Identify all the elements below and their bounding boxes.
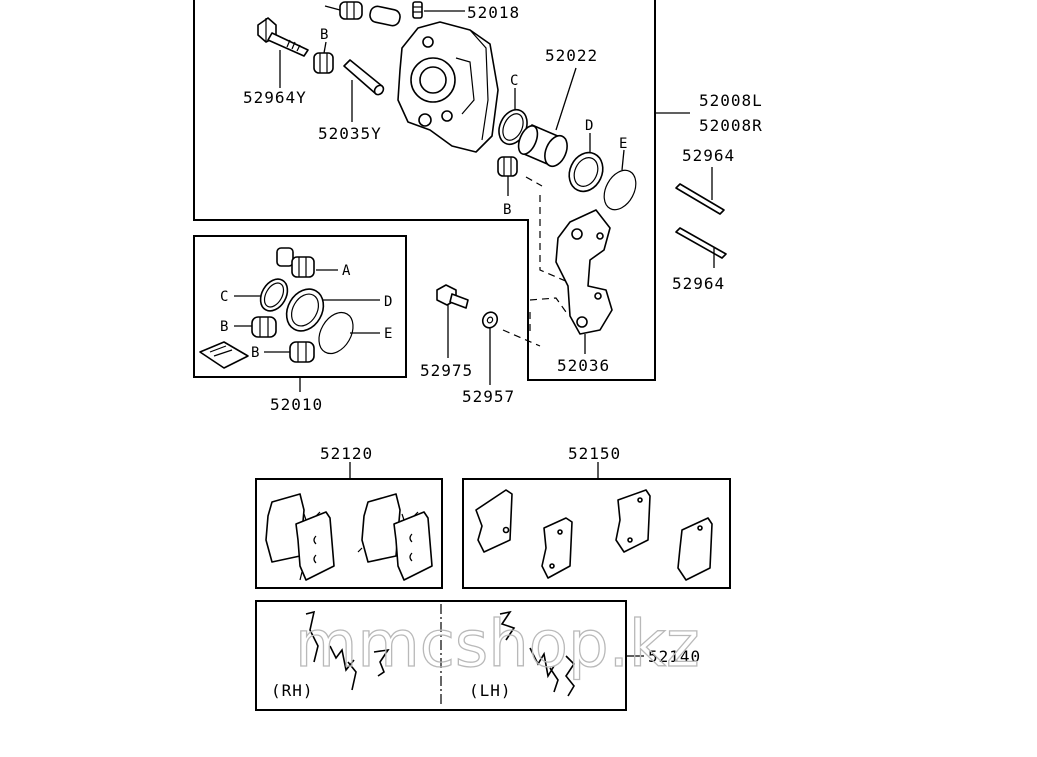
letter-d-kit: D	[384, 294, 392, 310]
part-number-52140[interactable]: 52140	[648, 647, 701, 666]
pad-pin-top-part	[675, 167, 725, 215]
part-number-52010[interactable]: 52010	[270, 395, 323, 414]
caliper-body-part	[397, 21, 499, 153]
part-number-52008R[interactable]: 52008R	[699, 116, 763, 135]
letter-b-kit-1: B	[220, 319, 228, 335]
shim-pieces	[475, 489, 713, 581]
part-number-52964-bottom[interactable]: 52964	[672, 274, 725, 293]
ring-e-part	[603, 149, 637, 211]
kit-ring-e-part	[318, 311, 380, 355]
part-number-52964Y[interactable]: 52964Y	[243, 88, 307, 107]
letter-b-bottom: B	[503, 202, 511, 218]
letter-b-top: B	[320, 27, 328, 43]
part-number-52957[interactable]: 52957	[462, 387, 515, 406]
part-number-52964-top[interactable]: 52964	[682, 146, 735, 165]
part-number-52036[interactable]: 52036	[557, 356, 610, 375]
kit-seal-c-part	[234, 278, 289, 312]
boot-b-bottom-part	[497, 156, 518, 196]
brake-pad-left-pair	[265, 493, 335, 581]
side-label-rh: (RH)	[271, 681, 314, 700]
grease-packet-part	[199, 341, 249, 369]
assembly-lines	[502, 176, 569, 347]
guide-pin-top-part	[369, 5, 401, 27]
part-number-52035Y[interactable]: 52035Y	[318, 124, 382, 143]
guide-pin-part	[343, 59, 385, 122]
bleeder-screw-part	[412, 1, 465, 19]
piston-part	[517, 67, 577, 168]
kit-boot-d-part	[285, 288, 380, 332]
letter-a-kit: A	[342, 263, 351, 279]
shim-set-frame	[462, 478, 731, 589]
dust-boot-d-part	[568, 133, 604, 193]
kit-boot-b2-part	[264, 341, 315, 363]
caliper-bracket-part	[555, 209, 613, 354]
boot-top-part	[324, 1, 363, 20]
springs-rh	[305, 610, 390, 691]
bracket-bolt-part	[436, 284, 469, 358]
letter-e-kit: E	[384, 326, 392, 342]
boot-b-top-part	[313, 41, 334, 74]
letter-d-top: D	[585, 118, 593, 134]
springs-lh	[499, 610, 576, 697]
side-label-lh: (LH)	[469, 681, 512, 700]
kit-boot-a-part	[276, 247, 338, 278]
washer-part	[481, 311, 499, 385]
kit-boot-b1-part	[234, 316, 277, 338]
letter-c-top: C	[510, 73, 518, 89]
watermark-text: mmcshop.kz	[295, 608, 700, 682]
pad-pin-bottom-part	[675, 227, 727, 268]
part-number-52022[interactable]: 52022	[545, 46, 598, 65]
letter-e-top: E	[619, 136, 627, 152]
part-number-52008L[interactable]: 52008L	[699, 91, 763, 110]
letter-b-kit-2: B	[251, 345, 259, 361]
letter-c-kit: C	[220, 289, 228, 305]
brake-pad-right-pair	[357, 493, 433, 581]
part-number-52018[interactable]: 52018	[467, 3, 520, 22]
caliper-bolt-part	[257, 17, 309, 88]
part-number-52975[interactable]: 52975	[420, 361, 473, 380]
caliper-assembly-frame	[193, 0, 656, 381]
brake-pad-set-frame	[255, 478, 443, 589]
part-number-52150[interactable]: 52150	[568, 444, 621, 463]
part-number-52120[interactable]: 52120	[320, 444, 373, 463]
